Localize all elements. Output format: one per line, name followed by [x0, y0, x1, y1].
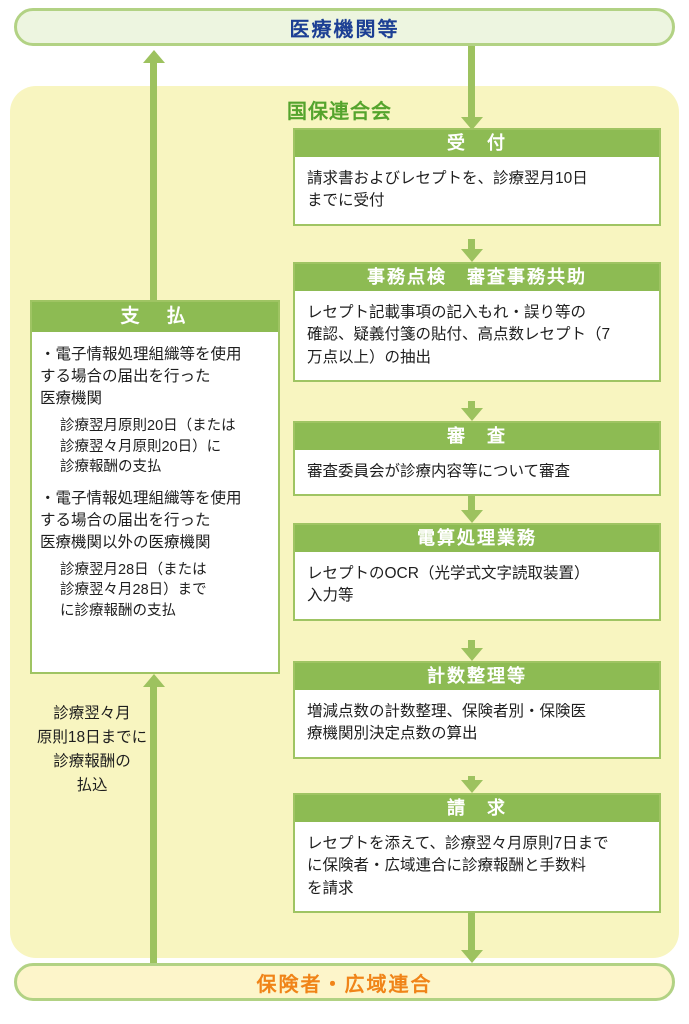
arrow-line-insurer-to-payment — [150, 687, 157, 963]
arrow-line-top-to-reception — [468, 46, 475, 117]
payment-item-1: ・電子情報処理組織等を使用 する場合の届出を行った 医療機関 — [40, 346, 242, 407]
arrow-line-payment-to-medical — [150, 63, 157, 300]
step-tally-title: 計数整理等 — [295, 663, 659, 690]
step-examination-title: 審 査 — [295, 423, 659, 450]
step-reception-body: 請求書およびレセプトを、診療翌月10日 までに受付 — [307, 170, 588, 210]
medical-institution-node: 医療機関等 — [14, 8, 675, 46]
step-billing-body: レセプトを添えて、診療翌々月原則7日まで に保険者・広域連合に診療報酬と手数料 … — [307, 835, 609, 897]
payment-deadline-note: 診療翌々月 原則18日までに 診療報酬の 払込 — [36, 705, 148, 795]
step-tally-body: 増減点数の計数整理、保険者別・保険医 療機関別決定点数の算出 — [307, 703, 587, 743]
arrow-head-step3-step4 — [461, 510, 483, 523]
arrow-line-step4-step5 — [468, 640, 475, 648]
step-examination-body: 審査委員会が診療内容等について審査 — [307, 463, 571, 480]
step-examination: 審 査 審査委員会が診療内容等について審査 — [293, 421, 661, 497]
step-billing-title: 請 求 — [295, 795, 659, 822]
arrow-head-step4-step5 — [461, 648, 483, 661]
arrow-line-step3-step4 — [468, 496, 475, 510]
step-reception: 受 付 請求書およびレセプトを、診療翌月10日 までに受付 — [293, 128, 661, 226]
step-tally: 計数整理等 増減点数の計数整理、保険者別・保険医 療機関別決定点数の算出 — [293, 661, 661, 759]
arrow-line-step1-step2 — [468, 239, 475, 249]
arrow-head-step5-step6 — [461, 780, 483, 793]
insurer-node: 保険者・広域連合 — [14, 963, 675, 1001]
payment-box: 支 払 ・電子情報処理組織等を使用 する場合の届出を行った 医療機関 診療翌月原… — [30, 300, 280, 674]
arrow-head-insurer-to-payment — [143, 674, 165, 687]
arrow-head-step6-to-insurer — [461, 950, 483, 963]
payment-item-2: ・電子情報処理組織等を使用 する場合の届出を行った 医療機関以外の医療機関 — [40, 489, 242, 551]
step-computer-processing-body: レセプトのOCR（光学式文字読取装置） 入力等 — [307, 565, 590, 605]
step-computer-processing-title: 電算処理業務 — [295, 525, 659, 552]
step-billing: 請 求 レセプトを添えて、診療翌々月原則7日まで に保険者・広域連合に診療報酬と… — [293, 793, 661, 914]
insurer-label: 保険者・広域連合 — [256, 973, 433, 996]
step-reception-title: 受 付 — [295, 130, 659, 157]
step-office-check-body: レセプト記載事項の記入もれ・誤り等の 確認、疑義付箋の貼付、高点数レセプト（7 … — [307, 304, 611, 366]
step-office-check: 事務点検 審査事務共助 レセプト記載事項の記入もれ・誤り等の 確認、疑義付箋の貼… — [293, 262, 661, 383]
arrow-line-step6-to-insurer — [468, 908, 475, 950]
payment-item-2-detail: 診療翌月28日（または 診療翌々月28日）まで に診療報酬の支払 — [60, 561, 207, 619]
payment-item-1-detail: 診療翌月原則20日（または 診療翌々月原則20日）に 診療報酬の支払 — [60, 418, 236, 476]
step-office-check-title: 事務点検 審査事務共助 — [295, 264, 659, 291]
arrow-head-top-to-reception — [461, 117, 483, 130]
arrow-head-payment-to-medical — [143, 50, 165, 63]
arrow-line-step2-step3 — [468, 401, 475, 408]
payment-box-title: 支 払 — [32, 302, 278, 332]
arrow-head-step1-step2 — [461, 249, 483, 262]
container-label: 国保連合会 — [287, 101, 392, 123]
arrow-head-step2-step3 — [461, 408, 483, 421]
medical-institution-label: 医療機関等 — [289, 18, 400, 41]
arrow-line-step5-step6 — [468, 776, 475, 780]
step-computer-processing: 電算処理業務 レセプトのOCR（光学式文字読取装置） 入力等 — [293, 523, 661, 621]
payment-box-body: ・電子情報処理組織等を使用 する場合の届出を行った 医療機関 診療翌月原則20日… — [32, 332, 278, 672]
